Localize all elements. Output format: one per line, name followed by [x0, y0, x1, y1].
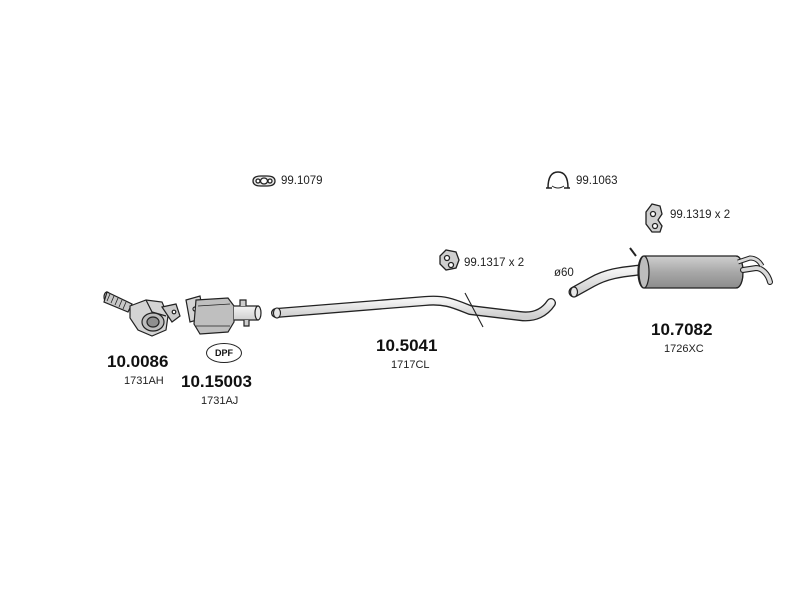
pipe-diameter-label: ø60: [554, 267, 574, 279]
rubber-mount-icon: [645, 203, 663, 233]
clamp-icon: [546, 171, 570, 189]
catalytic-converter-drawing: [103, 291, 181, 337]
dpf-part-number: 10.15003: [181, 372, 252, 391]
catalyst-reference: 1731AH: [124, 375, 164, 387]
dpf-filter-drawing: [185, 295, 262, 335]
rear-silencer-reference: 1726XC: [664, 343, 704, 355]
rear-silencer-part-number: 10.7082: [651, 320, 713, 339]
rear-mount-part-number: 99.1319 x 2: [670, 209, 731, 221]
dpf-badge: DPF: [206, 343, 242, 363]
catalyst-part-number: 10.0086: [107, 352, 169, 371]
middle-pipe-reference: 1717CL: [391, 359, 430, 371]
middle-pipe-part-number: 10.5041: [376, 336, 438, 355]
rear-silencer-drawing: [568, 247, 773, 298]
middle-pipe-drawing: [271, 292, 556, 328]
middle-mount-part-number: 99.1317 x 2: [464, 257, 525, 269]
clamp-part-number: 99.1063: [576, 175, 618, 187]
gasket-icon: [252, 175, 276, 187]
dpf-reference: 1731AJ: [201, 395, 239, 407]
gasket-part-number: 99.1079: [281, 175, 323, 187]
rubber-mount-icon: [439, 249, 460, 271]
